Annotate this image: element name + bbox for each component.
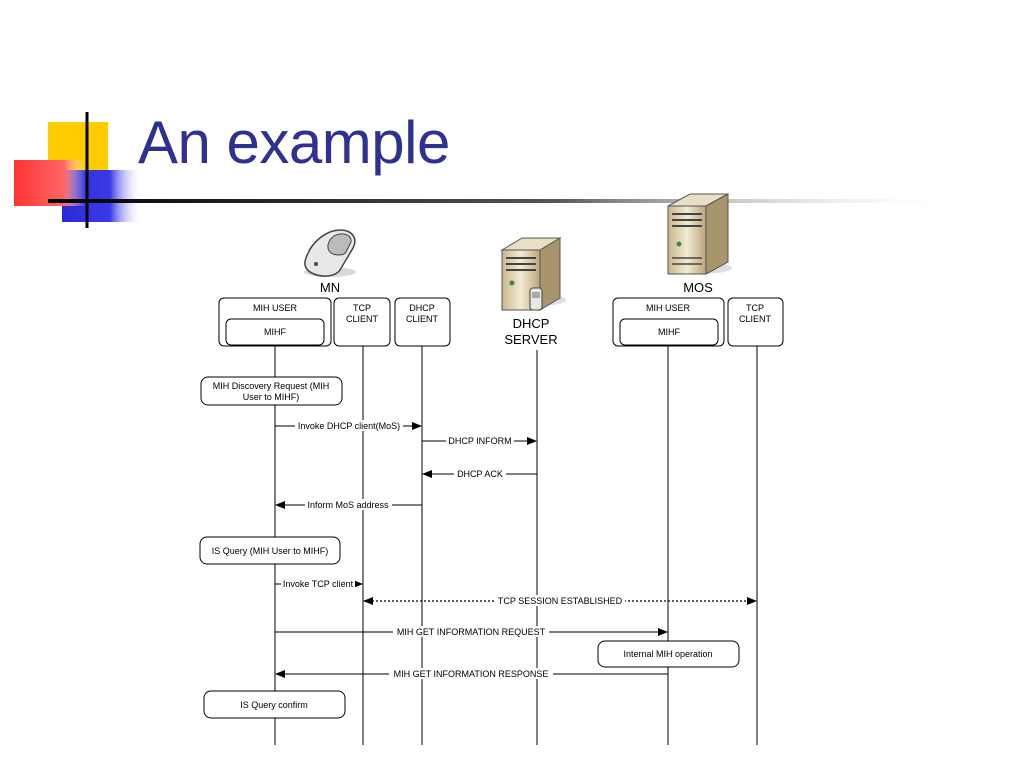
mn-dhcp-client-label-line1: DHCP xyxy=(409,303,435,313)
mos-tcp-client-label-line1: TCP xyxy=(746,303,764,313)
title-decoration xyxy=(14,112,968,228)
msg-invoke-tcp: Invoke TCP client xyxy=(275,578,363,589)
mos-server-icon xyxy=(667,193,732,275)
msg-get-info-response: MIH GET INFORMATION RESPONSE xyxy=(275,668,668,679)
dhcp-server-icon xyxy=(500,237,566,311)
is-query-confirm-note-label: IS Query confirm xyxy=(240,700,308,710)
mobile-phone-icon xyxy=(304,229,356,277)
msg-inform-mos-label: Inform MoS address xyxy=(307,500,389,510)
lifelines xyxy=(274,346,758,745)
mih-discovery-note-line1: MIH Discovery Request (MIH xyxy=(213,381,330,391)
msg-tcp-session: TCP SESSION ESTABLISHED xyxy=(363,595,757,606)
internal-mih-note-label: Internal MIH operation xyxy=(623,649,712,659)
deco-red-square xyxy=(14,160,86,206)
mn-mih-user-label: MIH USER xyxy=(253,303,298,313)
msg-invoke-dhcp: Invoke DHCP client(MoS) xyxy=(275,420,422,431)
msg-dhcp-inform: DHCP INFORM xyxy=(422,435,537,446)
dhcp-server-label-line2: SERVER xyxy=(504,332,557,347)
mos-mihf-box xyxy=(619,318,719,346)
msg-dhcp-inform-label: DHCP INFORM xyxy=(448,436,511,446)
mih-discovery-note-line2: User to MIHF) xyxy=(243,392,300,402)
slide-title: An example xyxy=(138,109,450,176)
mn-label: MN xyxy=(320,280,340,295)
mos-label: MOS xyxy=(683,280,713,295)
msg-tcp-session-label: TCP SESSION ESTABLISHED xyxy=(498,596,623,606)
msg-dhcp-ack: DHCP ACK xyxy=(422,468,537,479)
mn-mih-user-box: MIH USER MIHF xyxy=(218,297,332,347)
mos-tcp-client-box: TCP CLIENT xyxy=(727,297,784,347)
mos-mihf-label: MIHF xyxy=(658,327,680,337)
internal-mih-note: Internal MIH operation xyxy=(597,640,740,668)
dhcp-server-label-line1: DHCP xyxy=(513,316,550,331)
title-rule xyxy=(48,199,968,203)
mn-tcp-client-label-line1: TCP xyxy=(353,303,371,313)
mos-mih-user-label: MIH USER xyxy=(646,303,691,313)
mn-mihf-box xyxy=(225,318,325,346)
msg-get-info-request: MIH GET INFORMATION REQUEST xyxy=(275,626,668,637)
msg-dhcp-ack-label: DHCP ACK xyxy=(457,469,503,479)
msg-inform-mos: Inform MoS address xyxy=(275,499,422,510)
is-query-note-label: IS Query (MIH User to MIHF) xyxy=(212,546,329,556)
is-query-confirm-note: IS Query confirm xyxy=(203,690,346,719)
msg-get-info-response-label: MIH GET INFORMATION RESPONSE xyxy=(394,669,549,679)
mih-discovery-note: MIH Discovery Request (MIH User to MIHF) xyxy=(200,376,343,406)
msg-invoke-tcp-label: Invoke TCP client xyxy=(283,579,354,589)
mn-dhcp-client-label-line2: CLIENT xyxy=(406,314,439,324)
mn-tcp-client-box: TCP CLIENT xyxy=(333,297,391,347)
mos-mih-user-box: MIH USER MIHF xyxy=(612,297,725,347)
mn-mihf-label: MIHF xyxy=(264,327,286,337)
msg-get-info-request-label: MIH GET INFORMATION REQUEST xyxy=(397,627,546,637)
mos-tcp-client-label-line2: CLIENT xyxy=(739,314,772,324)
is-query-note: IS Query (MIH User to MIHF) xyxy=(199,536,341,565)
mn-tcp-client-label-line2: CLIENT xyxy=(346,314,379,324)
msg-invoke-dhcp-label: Invoke DHCP client(MoS) xyxy=(298,421,400,431)
mn-dhcp-client-box: DHCP CLIENT xyxy=(394,297,451,347)
